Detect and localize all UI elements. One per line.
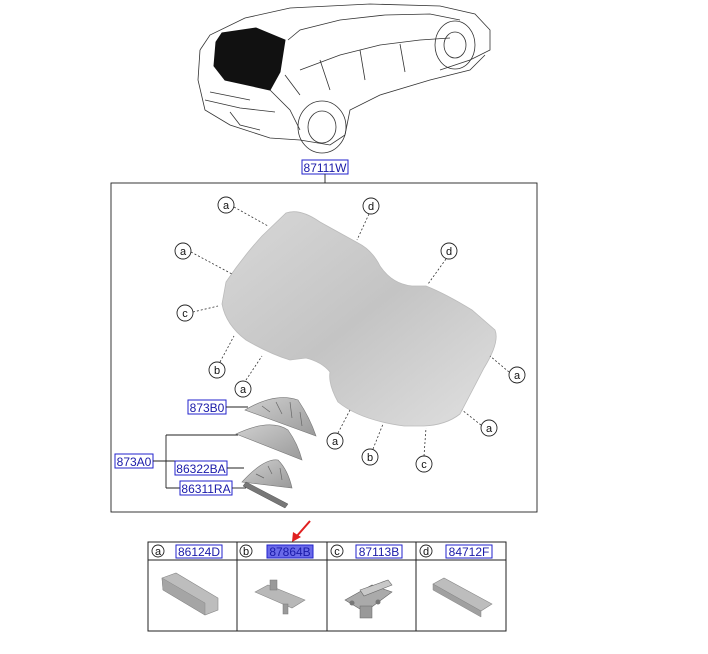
svg-text:d: d <box>368 201 374 213</box>
callout-a-1: a <box>217 196 269 227</box>
part-86311RA-callout[interactable]: 86311RA <box>179 480 233 496</box>
svg-text:86311RA: 86311RA <box>181 482 230 496</box>
callout-a-3: a <box>234 355 263 398</box>
part-86322BA-shape <box>241 459 293 489</box>
svg-text:d: d <box>446 246 452 258</box>
part-873A0-callout[interactable]: 873A0 <box>114 453 154 469</box>
svg-text:a: a <box>486 423 493 435</box>
legend-cell-c[interactable]: c 87113B <box>330 544 403 619</box>
svg-text:87864B: 87864B <box>269 545 310 559</box>
part-87A0-shape <box>235 424 303 461</box>
svg-text:c: c <box>421 459 427 471</box>
callout-d-1: d <box>356 197 380 241</box>
svg-text:a: a <box>223 200 230 212</box>
svg-text:b: b <box>367 452 373 464</box>
part-86322BA-callout[interactable]: 86322BA <box>174 460 228 476</box>
svg-text:a: a <box>240 384 247 396</box>
vehicle-illustration <box>197 3 491 154</box>
legend-cell-d[interactable]: d 84712F <box>419 544 493 618</box>
part-873B0-shape <box>244 397 317 437</box>
assembly-frame <box>110 182 538 513</box>
svg-text:84712F: 84712F <box>449 545 490 559</box>
callout-a-5: a <box>461 409 498 437</box>
legend-cell-b[interactable]: b 87864B <box>239 544 314 615</box>
svg-text:c: c <box>182 308 188 320</box>
main-part-callout[interactable]: 87111W <box>301 159 349 175</box>
rear-window-glass <box>221 211 497 427</box>
part-86311RA-strip <box>242 481 289 509</box>
svg-text:c: c <box>334 546 340 558</box>
svg-text:87113B: 87113B <box>359 545 399 559</box>
svg-text:a: a <box>155 546 162 558</box>
callout-c-1: c <box>176 304 219 322</box>
legend-table <box>147 541 507 632</box>
callout-a-4: a <box>489 355 526 384</box>
callout-d-2: d <box>427 242 458 285</box>
svg-text:a: a <box>332 436 339 448</box>
svg-text:873A0: 873A0 <box>117 455 152 469</box>
callout-a-6: a <box>326 409 351 450</box>
selection-arrow <box>292 520 311 542</box>
main-part-number[interactable]: 87111W <box>304 161 348 175</box>
legend-cell-a[interactable]: a 86124D <box>151 544 223 616</box>
callout-a-2: a <box>174 242 233 275</box>
callout-b-1: b <box>208 335 235 379</box>
part-873B0-callout[interactable]: 873B0 <box>187 399 227 415</box>
svg-text:a: a <box>514 370 521 382</box>
svg-text:86322BA: 86322BA <box>176 462 225 476</box>
svg-text:873B0: 873B0 <box>190 401 225 415</box>
callout-c-2: c <box>415 427 433 473</box>
svg-text:86124D: 86124D <box>178 545 220 559</box>
callout-b-2: b <box>361 423 384 466</box>
svg-text:a: a <box>180 246 187 258</box>
svg-text:b: b <box>243 546 249 558</box>
svg-text:d: d <box>423 546 429 558</box>
svg-text:b: b <box>214 365 220 377</box>
